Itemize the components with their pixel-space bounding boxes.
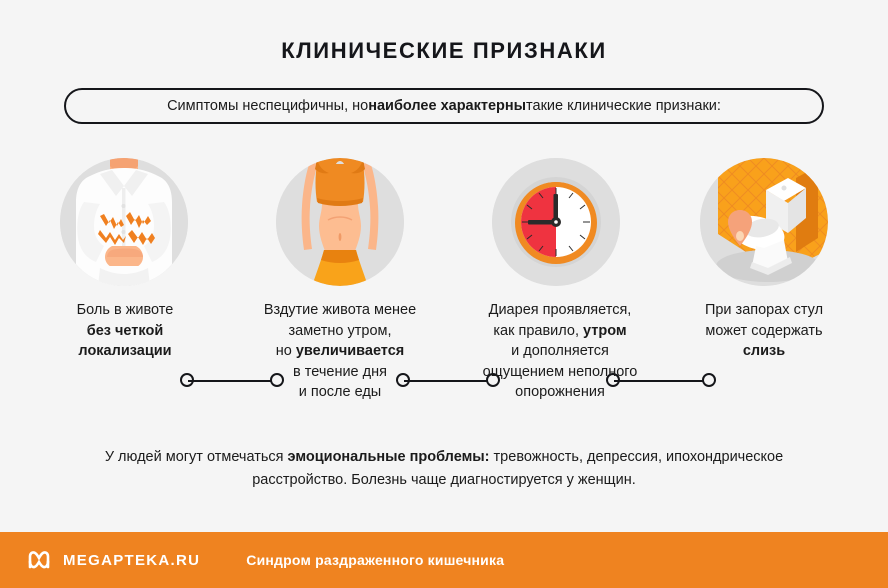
caption-line: в течение дня (293, 363, 387, 380)
caption-line: может содержать (705, 322, 823, 339)
clock-timer-icon (492, 158, 620, 286)
caption-line: и дополняется (511, 343, 609, 359)
connector-dot-right (702, 373, 716, 387)
subtitle-text-after: такие клинические признаки: (526, 98, 721, 114)
caption-diarrhea: Диарея проявляется, как правило, утром и… (452, 300, 668, 403)
connector-1-2 (180, 373, 284, 389)
connector-3-4 (606, 373, 716, 389)
step-icon-abdominal-pain (60, 158, 188, 286)
caption-bloating: Вздутие живота менее заметно утром, но у… (232, 300, 448, 403)
caption-line: как правило, (493, 322, 584, 339)
subtitle-text-before: Симптомы неспецифичны, но (167, 98, 369, 114)
megapteka-m-logo-icon (26, 547, 52, 573)
note-part-2: тревожность, депрессия, ипохондрическое … (252, 449, 784, 488)
connector-line (404, 380, 492, 382)
bloated-abdomen-torso-icon (276, 158, 404, 286)
brand-block[interactable]: MEGAPTEKA.RU (26, 547, 200, 573)
caption-line-bold: без четкой (86, 322, 164, 339)
brand-name: MEGAPTEKA.RU (63, 551, 201, 569)
connector-line (614, 380, 708, 382)
abdominal-pain-person-icon (60, 158, 188, 286)
step-icon-toilet (700, 158, 828, 286)
caption-line-bold: утром (583, 322, 627, 339)
step-icon-morning-clock (492, 158, 620, 286)
note-bold: эмоциональные проблемы: (287, 449, 490, 465)
caption-abdominal-pain: Боль в животе без четкой локализации (42, 300, 208, 362)
note-part-1: У людей могут отмечаться (104, 449, 288, 465)
steps-row (0, 158, 888, 387)
caption-constipation: При запорах стул может содержать слизь (676, 300, 852, 362)
connector-dot-right (486, 373, 500, 387)
caption-line: Диарея проявляется, (488, 302, 632, 318)
caption-line: и после еды (298, 384, 382, 400)
connector-dot-right (270, 373, 284, 387)
caption-line: опорожнения (515, 384, 605, 400)
step-icon-bloating (276, 158, 404, 286)
captions-row: Боль в животе без четкой локализации Взд… (0, 300, 888, 420)
toilet-icon (700, 158, 828, 286)
caption-line: но (275, 343, 296, 359)
footer-tagline: Синдром раздраженного кишечника (246, 552, 505, 568)
caption-line: заметно утром, (288, 322, 392, 339)
caption-line: Боль в животе (76, 302, 174, 318)
caption-line-bold: слизь (742, 343, 786, 359)
page-title: КЛИНИЧЕСКИЕ ПРИЗНАКИ (281, 38, 607, 63)
footer-bar: MEGAPTEKA.RU Синдром раздраженного кишеч… (0, 532, 888, 588)
caption-line-bold: локализации (78, 343, 172, 359)
subtitle-pill: Симптомы неспецифичны, но наиболее харак… (64, 88, 824, 124)
subtitle-text-bold: наиболее характерны (368, 98, 527, 114)
footer-note: У людей могут отмечаться эмоциональные п… (64, 446, 824, 492)
connector-2-3 (396, 373, 500, 389)
caption-line-bold: увеличивается (295, 343, 405, 359)
caption-line: При запорах стул (704, 302, 824, 318)
connector-line (188, 380, 276, 382)
caption-line: Вздутие живота менее (263, 302, 417, 318)
caption-line: ощущением неполного (482, 363, 638, 380)
